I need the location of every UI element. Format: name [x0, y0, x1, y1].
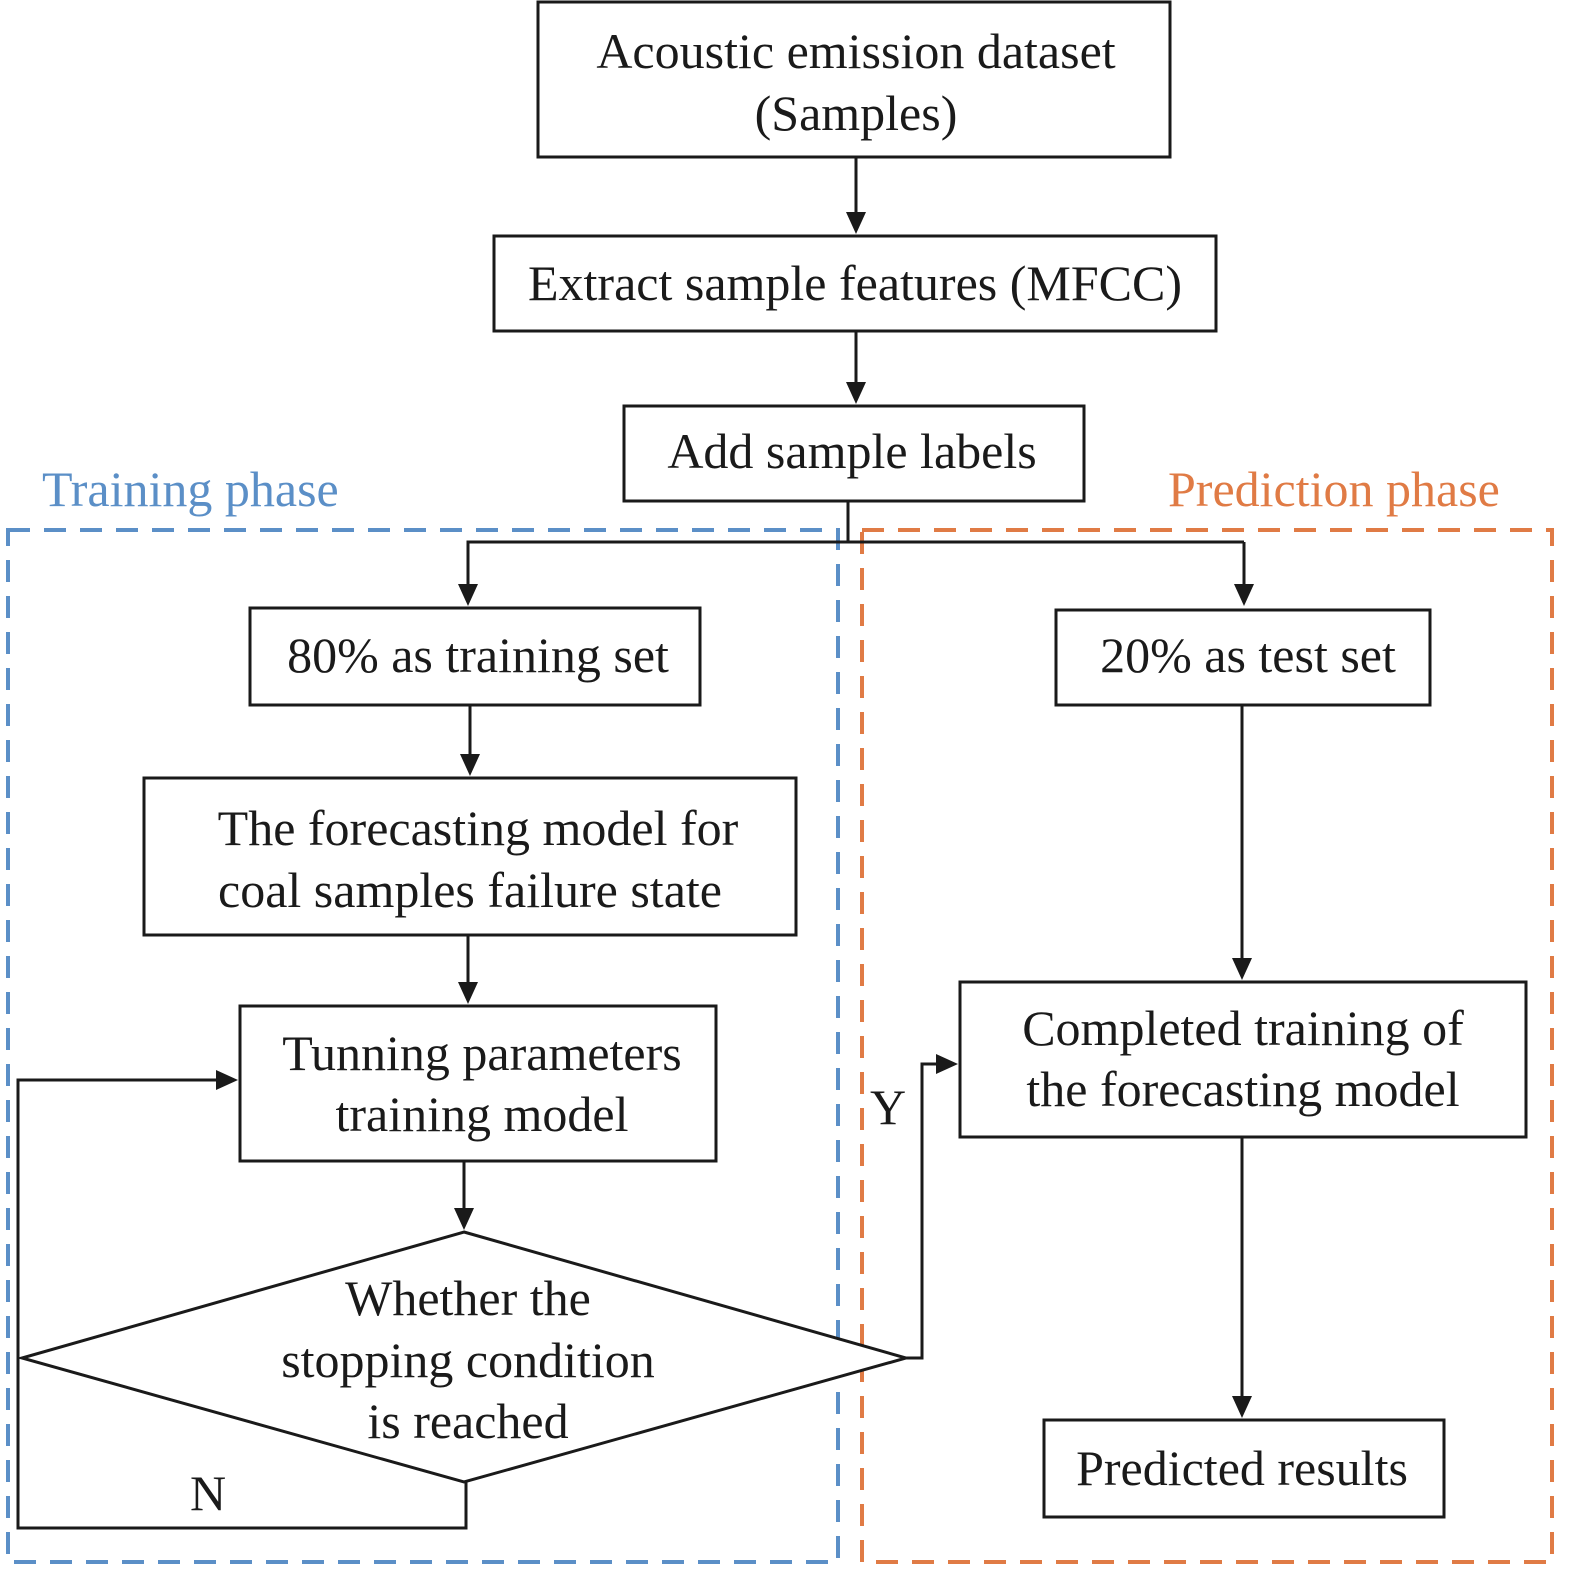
arrowhead	[846, 212, 866, 234]
node-forecasting-model: The forecasting model for coal samples f…	[142, 776, 798, 937]
node-add-labels: Add sample labels	[622, 404, 1086, 503]
node-extract-features: Extract sample features (MFCC)	[492, 234, 1218, 333]
edge-split-training	[466, 540, 1244, 586]
node-extract-line1: Extract sample features (MFCC)	[528, 255, 1182, 311]
node-decision-line3: is reached	[367, 1393, 568, 1449]
node-test-set: 20% as test set	[1054, 608, 1432, 707]
arrowhead	[846, 382, 866, 404]
node-completed-training: Completed training of the forecasting mo…	[958, 980, 1528, 1139]
yes-label: Y	[870, 1079, 906, 1135]
node-tuning-parameters: Tunning parameters training model	[238, 1004, 718, 1163]
arrowhead	[460, 754, 480, 776]
node-tuning-line2: training model	[336, 1086, 629, 1142]
node-completed-line1: Completed training of	[1022, 1000, 1464, 1056]
node-test-set-line1: 20% as test set	[1100, 627, 1396, 683]
training-phase-label: Training phase	[42, 461, 339, 517]
node-tuning-line1: Tunning parameters	[282, 1025, 682, 1081]
node-dataset-line1: Acoustic emission dataset	[596, 23, 1115, 79]
training-phase-region	[6, 528, 840, 1564]
arrowhead	[1234, 584, 1254, 606]
arrowhead	[1232, 1396, 1252, 1418]
arrowhead	[216, 1070, 238, 1090]
node-labels-line1: Add sample labels	[667, 423, 1036, 479]
prediction-phase-label: Prediction phase	[1168, 461, 1500, 517]
node-dataset: Acoustic emission dataset (Samples)	[536, 0, 1172, 159]
node-results-line1: Predicted results	[1076, 1440, 1408, 1496]
node-decision-line2: stopping condition	[281, 1332, 655, 1388]
connectors	[16, 158, 1254, 1530]
node-completed-line2: the forecasting model	[1026, 1061, 1459, 1117]
node-training-set: 80% as training set	[248, 606, 702, 707]
prediction-phase-region	[860, 528, 1554, 1564]
arrowhead	[458, 982, 478, 1004]
arrowhead	[458, 584, 478, 606]
edge-decision-yes	[906, 1062, 938, 1360]
arrowhead	[936, 1054, 958, 1074]
node-training-set-line1: 80% as training set	[287, 627, 669, 683]
edge-decision-no-loop	[16, 1078, 468, 1530]
no-label: N	[190, 1465, 226, 1521]
node-model-line2: coal samples failure state	[218, 862, 722, 918]
arrowhead	[454, 1208, 474, 1230]
node-decision-line1: Whether the	[345, 1270, 591, 1326]
node-stopping-decision: Whether the stopping condition is reache…	[16, 1230, 912, 1484]
node-predicted-results: Predicted results	[1042, 1418, 1446, 1519]
node-dataset-line2: (Samples)	[755, 85, 958, 141]
arrowhead	[1232, 958, 1252, 980]
node-model-line1: The forecasting model for	[218, 800, 739, 856]
